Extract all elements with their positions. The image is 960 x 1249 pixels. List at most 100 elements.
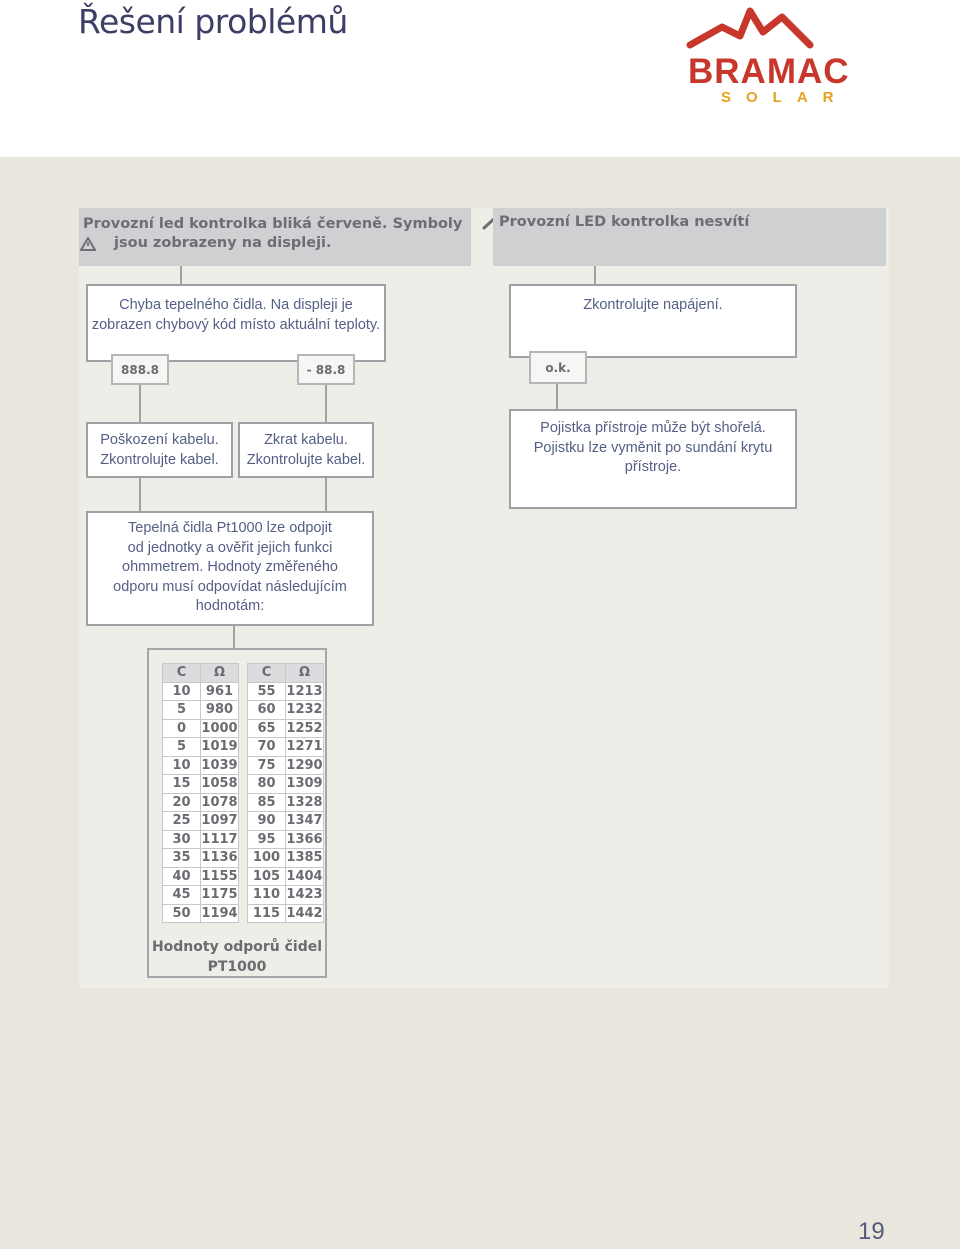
cable-damage-box: Poškození kabelu. Zkontrolujte kabel.	[86, 422, 233, 478]
table-cell: 1058	[200, 774, 239, 794]
logo-word: BRAMAC	[688, 52, 850, 91]
fuse-line3: přístroje.	[624, 459, 682, 475]
column-gap	[239, 775, 248, 794]
table-cell: 1117	[200, 829, 239, 849]
short-circuit-line1: Zkrat kabelu.	[264, 432, 348, 448]
column-gap	[239, 849, 248, 868]
table-cell: 1385	[285, 848, 324, 868]
table-cell: 25	[162, 811, 201, 831]
table-cell: 1078	[200, 792, 239, 812]
table-cell: 1404	[285, 866, 324, 886]
power-check-box: Zkontrolujte napájení.	[509, 284, 797, 358]
table-cell: 65	[247, 718, 286, 738]
column-gap	[239, 738, 248, 757]
column-gap	[239, 830, 248, 849]
table-cell: 85	[247, 792, 286, 812]
table-cell: 10	[162, 681, 201, 701]
connector	[180, 266, 182, 285]
pt1000-caption: Hodnoty odporů čidel PT1000	[149, 937, 325, 977]
table-cell: 1423	[285, 885, 324, 905]
table-cell: 1328	[285, 792, 324, 812]
table-cell: 1175	[200, 885, 239, 905]
table-cell: 10	[162, 755, 201, 775]
table-cell: 1290	[285, 755, 324, 775]
table-cell: 40	[162, 866, 201, 886]
table-cell: 1442	[285, 903, 324, 923]
table-cell: 20	[162, 792, 201, 812]
table-cell: 5	[162, 737, 201, 757]
table-cell: 35	[162, 848, 201, 868]
table-cell: 1136	[200, 848, 239, 868]
table-cell: 100	[247, 848, 286, 868]
table-cell: 1232	[285, 700, 324, 720]
table-cell: 95	[247, 829, 286, 849]
table-cell: 1213	[285, 681, 324, 701]
table-cell: 1271	[285, 737, 324, 757]
table-cell: 1019	[200, 737, 239, 757]
sensor-error-line2: zobrazen chybový kód místo aktuální tepl…	[91, 316, 381, 333]
table-cell: 80	[247, 774, 286, 794]
connector	[139, 385, 141, 423]
pt1000-caption-line1: Hodnoty odporů čidel	[151, 939, 323, 955]
column-gap	[239, 682, 248, 701]
header-right-text: Provozní LED kontrolka nesvítí	[499, 214, 750, 230]
display-888-8: 888.8	[111, 354, 169, 385]
column-gap	[239, 867, 248, 886]
power-check-text: Zkontrolujte napájení.	[583, 297, 723, 313]
column-gap	[239, 701, 248, 720]
table-cell: 75	[247, 755, 286, 775]
connector	[325, 385, 327, 423]
page-number: 19	[858, 1218, 885, 1245]
table-cell: 105	[247, 866, 286, 886]
short-circuit-box: Zkrat kabelu. Zkontrolujte kabel.	[238, 422, 374, 478]
table-cell: 115	[247, 903, 286, 923]
header-left-line1: Provozní led kontrolka bliká červeně. Sy…	[83, 216, 463, 232]
column-gap	[239, 904, 248, 923]
table-cell: 70	[247, 737, 286, 757]
connector	[556, 384, 558, 410]
column-gap	[239, 719, 248, 738]
sensor-test-line2: od jednotky a ověřit jejich funkci	[127, 539, 333, 556]
page-title: Řešení problémů	[78, 2, 348, 41]
table-cell: 1347	[285, 811, 324, 831]
column-gap	[239, 793, 248, 812]
table-cell: 110	[247, 885, 286, 905]
table-cell: 5	[162, 700, 201, 720]
table-cell: 90	[247, 811, 286, 831]
short-circuit-line2: Zkontrolujte kabel.	[246, 451, 366, 468]
sensor-error-line1: Chyba tepelného čidla. Na displeji je	[119, 297, 353, 313]
table-header-cell: Ω	[200, 663, 239, 683]
table-header-cell: C	[162, 663, 201, 683]
table-cell: 1252	[285, 718, 324, 738]
connector	[594, 266, 596, 285]
table-cell: 1097	[200, 811, 239, 831]
table-cell: 961	[200, 681, 239, 701]
pt1000-caption-line2: PT1000	[207, 959, 267, 975]
column-gap	[239, 756, 248, 775]
logo-mountain-icon	[686, 7, 814, 49]
connector	[325, 478, 327, 513]
led-off-header: Provozní LED kontrolka nesvítí	[493, 208, 886, 266]
table-cell: 1155	[200, 866, 239, 886]
fuse-line1: Pojistka přístroje může být shořelá.	[540, 420, 766, 436]
sensor-test-line1: Tepelná čidla Pt1000 lze odpojit	[128, 520, 332, 536]
table-cell: 0	[162, 718, 201, 738]
table-cell: 60	[247, 700, 286, 720]
table-cell: 1039	[200, 755, 239, 775]
sensor-test-box: Tepelná čidla Pt1000 lze odpojit od jedn…	[86, 511, 374, 626]
table-header-cell: C	[247, 663, 286, 683]
fuse-box: Pojistka přístroje může být shořelá. Poj…	[509, 409, 797, 509]
display-minus-88-8: - 88.8	[297, 354, 355, 385]
connector	[139, 478, 141, 513]
